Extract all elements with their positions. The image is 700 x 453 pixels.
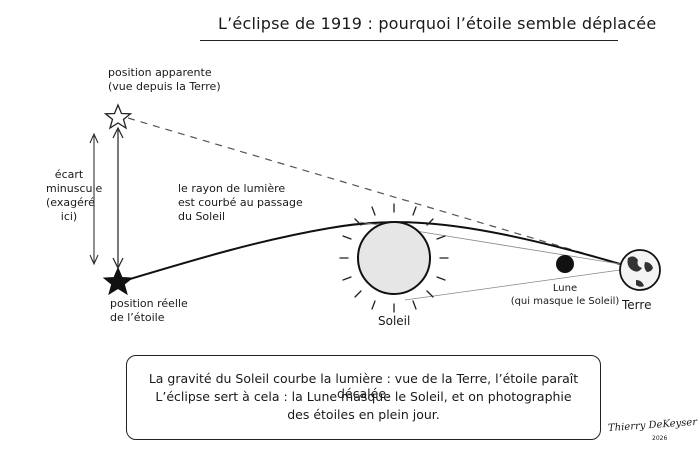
real-star-icon — [102, 266, 134, 296]
tangent-line-lower — [404, 269, 621, 301]
moon-line-1: Lune — [552, 283, 578, 294]
apparent-position-label: position apparente (vue depuis la Terre) — [108, 66, 221, 94]
earth-label: Terre — [622, 298, 652, 312]
gap-line-3: (exagéré — [46, 196, 95, 209]
real-position-line-1: position réelle — [110, 297, 188, 310]
gap-side-arrow-top — [89, 132, 99, 144]
real-position-line-2: de l’étoile — [110, 311, 165, 324]
apparent-star-icon — [103, 103, 133, 130]
caption-line-1: La gravité du Soleil courbe la lumière :… — [148, 371, 579, 401]
apparent-position-line-1: position apparente — [108, 66, 212, 79]
signature-year: 2026 — [652, 435, 668, 442]
title-underline — [200, 40, 618, 41]
gap-line-1: écart — [54, 168, 84, 181]
apparent-position-line-2: (vue depuis la Terre) — [108, 80, 221, 93]
light-ray-path — [119, 221, 621, 283]
caption-line-3: des étoiles en plein jour. — [287, 407, 440, 422]
caption-box: La gravité du Soleil courbe la lumière :… — [126, 355, 601, 440]
gap-label: écart minuscule (exagéré ici) — [46, 168, 103, 224]
diagram-title: L’éclipse de 1919 : pourquoi l’étoile se… — [218, 14, 657, 33]
caption-line-2: L’éclipse sert à cela : la Lune masque l… — [155, 389, 572, 404]
light-ray-line-1: le rayon de lumière — [178, 182, 286, 195]
gap-arrow-top-head — [112, 126, 124, 139]
gap-line-2: minuscule — [46, 182, 103, 195]
sun-icon — [339, 203, 449, 313]
gap-line-4: ici) — [60, 210, 78, 223]
real-position-label: position réelle de l’étoile — [110, 297, 188, 325]
sun-label: Soleil — [378, 314, 411, 328]
light-ray-line-2: est courbé au passage — [178, 196, 303, 209]
light-ray-label: le rayon de lumière est courbé au passag… — [178, 182, 303, 224]
moon-label: Lune (qui masque le Soleil) — [505, 282, 625, 308]
earth-icon — [619, 249, 661, 291]
moon-icon — [556, 255, 574, 273]
light-ray-line-3: du Soleil — [178, 210, 226, 223]
moon-line-2: (qui masque le Soleil) — [510, 296, 620, 307]
gap-side-arrow-bottom — [89, 254, 99, 266]
